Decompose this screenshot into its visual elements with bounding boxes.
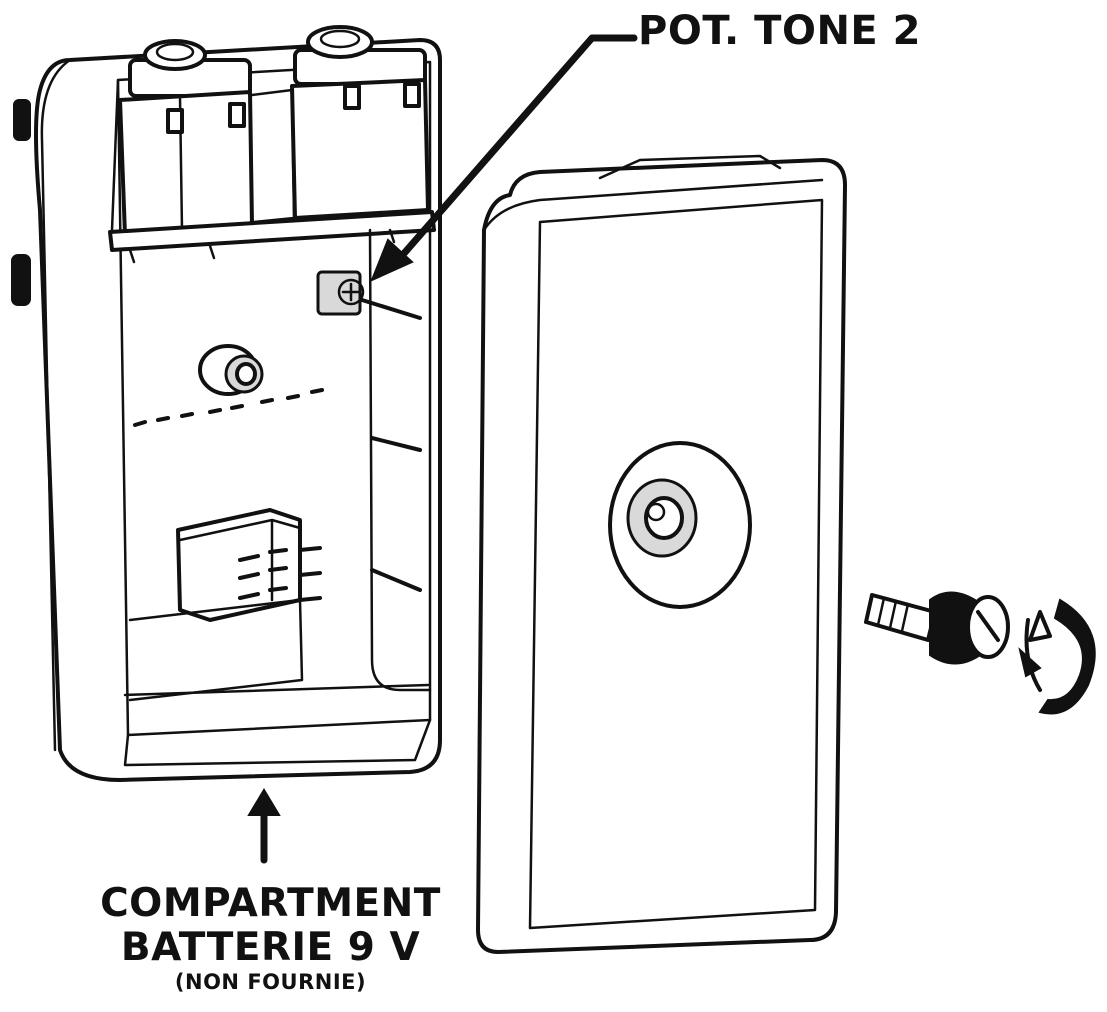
battery-compartment-label: COMPARTMENT BATTERIE 9 V (NON FOURNIE) <box>98 882 443 995</box>
pedal-enclosure <box>11 25 442 782</box>
tone-pot <box>316 270 422 320</box>
solder-points <box>133 388 324 427</box>
board-jack <box>198 344 264 396</box>
side-jack-lower <box>11 254 31 306</box>
footswitch <box>176 508 322 622</box>
jack-housing-left <box>118 90 254 237</box>
side-jack-upper <box>13 99 31 141</box>
pot-callout-arrow <box>370 34 638 282</box>
rotate-arrow-icon <box>1018 598 1096 715</box>
top-jack-left <box>128 39 252 98</box>
bottom-cover <box>476 154 847 954</box>
top-jack-right <box>293 25 427 86</box>
compartment-line-1: COMPARTMENT <box>100 881 441 926</box>
pot-tone-label: POT. TONE 2 <box>638 8 921 54</box>
jack-housing-right <box>290 78 430 220</box>
cover-screw-hole <box>608 441 752 609</box>
battery-callout-arrow <box>247 788 281 864</box>
compartment-line-2: BATTERIE 9 V <box>120 924 421 970</box>
thumbscrew-icon <box>864 591 1010 665</box>
compartment-note: (NON FOURNIE) <box>174 970 367 995</box>
